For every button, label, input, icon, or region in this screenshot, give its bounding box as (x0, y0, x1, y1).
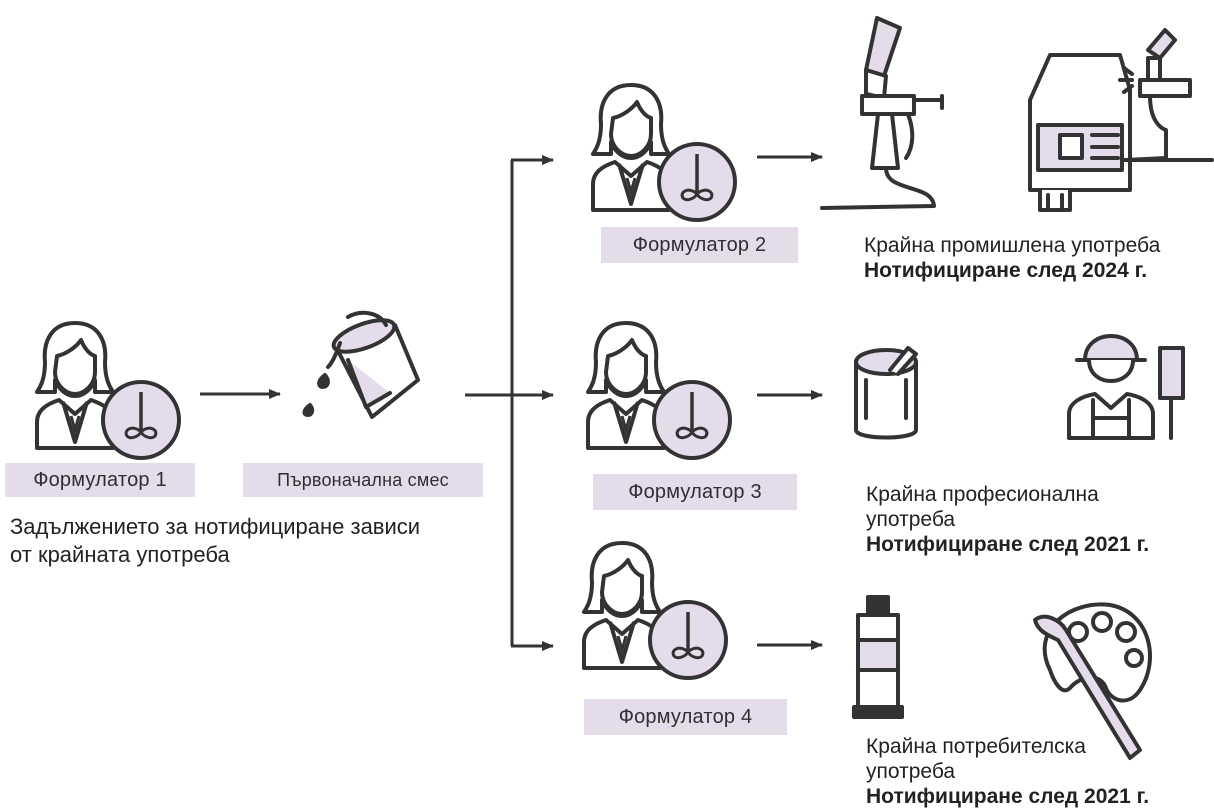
consumer-use-line2: употреба (866, 760, 956, 783)
paint-can-icon (854, 346, 918, 440)
industrial-use-text: Крайна промишлена употреба Нотифициране … (864, 233, 1160, 283)
industrial-use-deadline: Нотифициране след 2024 г. (864, 259, 1148, 282)
professional-use-text: Крайна професионална употреба Нотифицира… (866, 482, 1149, 557)
paint-bucket-pour-icon (302, 310, 420, 419)
car-painting-icon (1028, 28, 1214, 212)
formulator-3-icon (586, 321, 732, 460)
obligation-note-line1: Задължението за нотифициране зависи (10, 514, 421, 539)
initial-mixture-label: Първоначална смес (243, 463, 483, 497)
paint-tube-icon (852, 595, 904, 719)
formulator-2-label: Формулатор 2 (601, 227, 798, 263)
industrial-use-line1: Крайна промишлена употреба (864, 234, 1161, 257)
consumer-use-line1: Крайна потребителска (866, 735, 1086, 758)
consumer-use-deadline: Нотифициране след 2021 г. (866, 785, 1150, 808)
formulator-1-icon (35, 321, 181, 460)
professional-use-line2: употреба (866, 508, 956, 531)
obligation-note-line2: от крайната употреба (10, 542, 230, 567)
consumer-use-text: Крайна потребителска употреба Нотифицира… (866, 734, 1149, 809)
formulator-3-label: Формулатор 3 (593, 474, 797, 510)
obligation-note: Задължението за нотифициране зависи от к… (10, 513, 420, 569)
palette-brush-icon (1033, 602, 1152, 760)
formulator-4-icon (582, 541, 728, 680)
professional-use-deadline: Нотифициране след 2021 г. (866, 533, 1150, 556)
painter-worker-icon (1067, 334, 1185, 440)
formulator-4-label: Формулатор 4 (584, 699, 787, 735)
spray-gun-icon (820, 16, 944, 210)
formulator-2-icon (591, 83, 737, 222)
formulator-1-label: Формулатор 1 (5, 463, 195, 497)
professional-use-line1: Крайна професионална (866, 483, 1099, 506)
